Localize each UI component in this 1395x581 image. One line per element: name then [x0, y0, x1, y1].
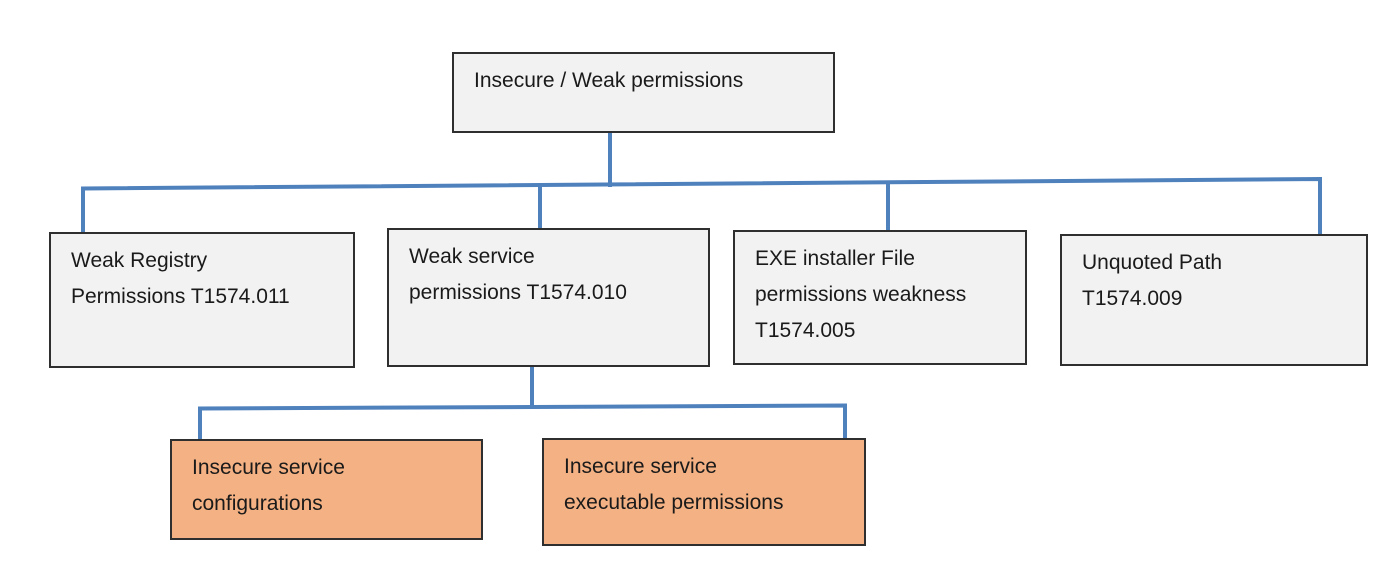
node-label: Weak Registry Permissions T1574.011 [71, 249, 290, 308]
node-label: EXE installer File permissions weakness … [755, 247, 967, 342]
node-exe-installer-file-permissions: EXE installer File permissions weakness … [733, 230, 1027, 365]
node-insecure-service-configurations: Insecure service configurations [170, 439, 483, 540]
node-label: Unquoted Path T1574.009 [1082, 251, 1223, 310]
node-insecure-service-executable-permissions: Insecure service executable permissions [542, 438, 866, 546]
node-weak-registry-permissions: Weak Registry Permissions T1574.011 [49, 232, 355, 368]
node-label: Insecure service executable permissions [564, 455, 784, 514]
connector-level3-rail [198, 403, 847, 441]
node-insecure-weak-permissions: Insecure / Weak permissions [452, 52, 835, 133]
node-label: Insecure service configurations [192, 456, 345, 515]
node-unquoted-path: Unquoted Path T1574.009 [1060, 234, 1368, 366]
node-label: Insecure / Weak permissions [474, 69, 744, 92]
connector-level2-rail [81, 176, 1322, 237]
node-label: Weak service permissions T1574.010 [409, 245, 627, 304]
node-weak-service-permissions: Weak service permissions T1574.010 [387, 228, 710, 367]
